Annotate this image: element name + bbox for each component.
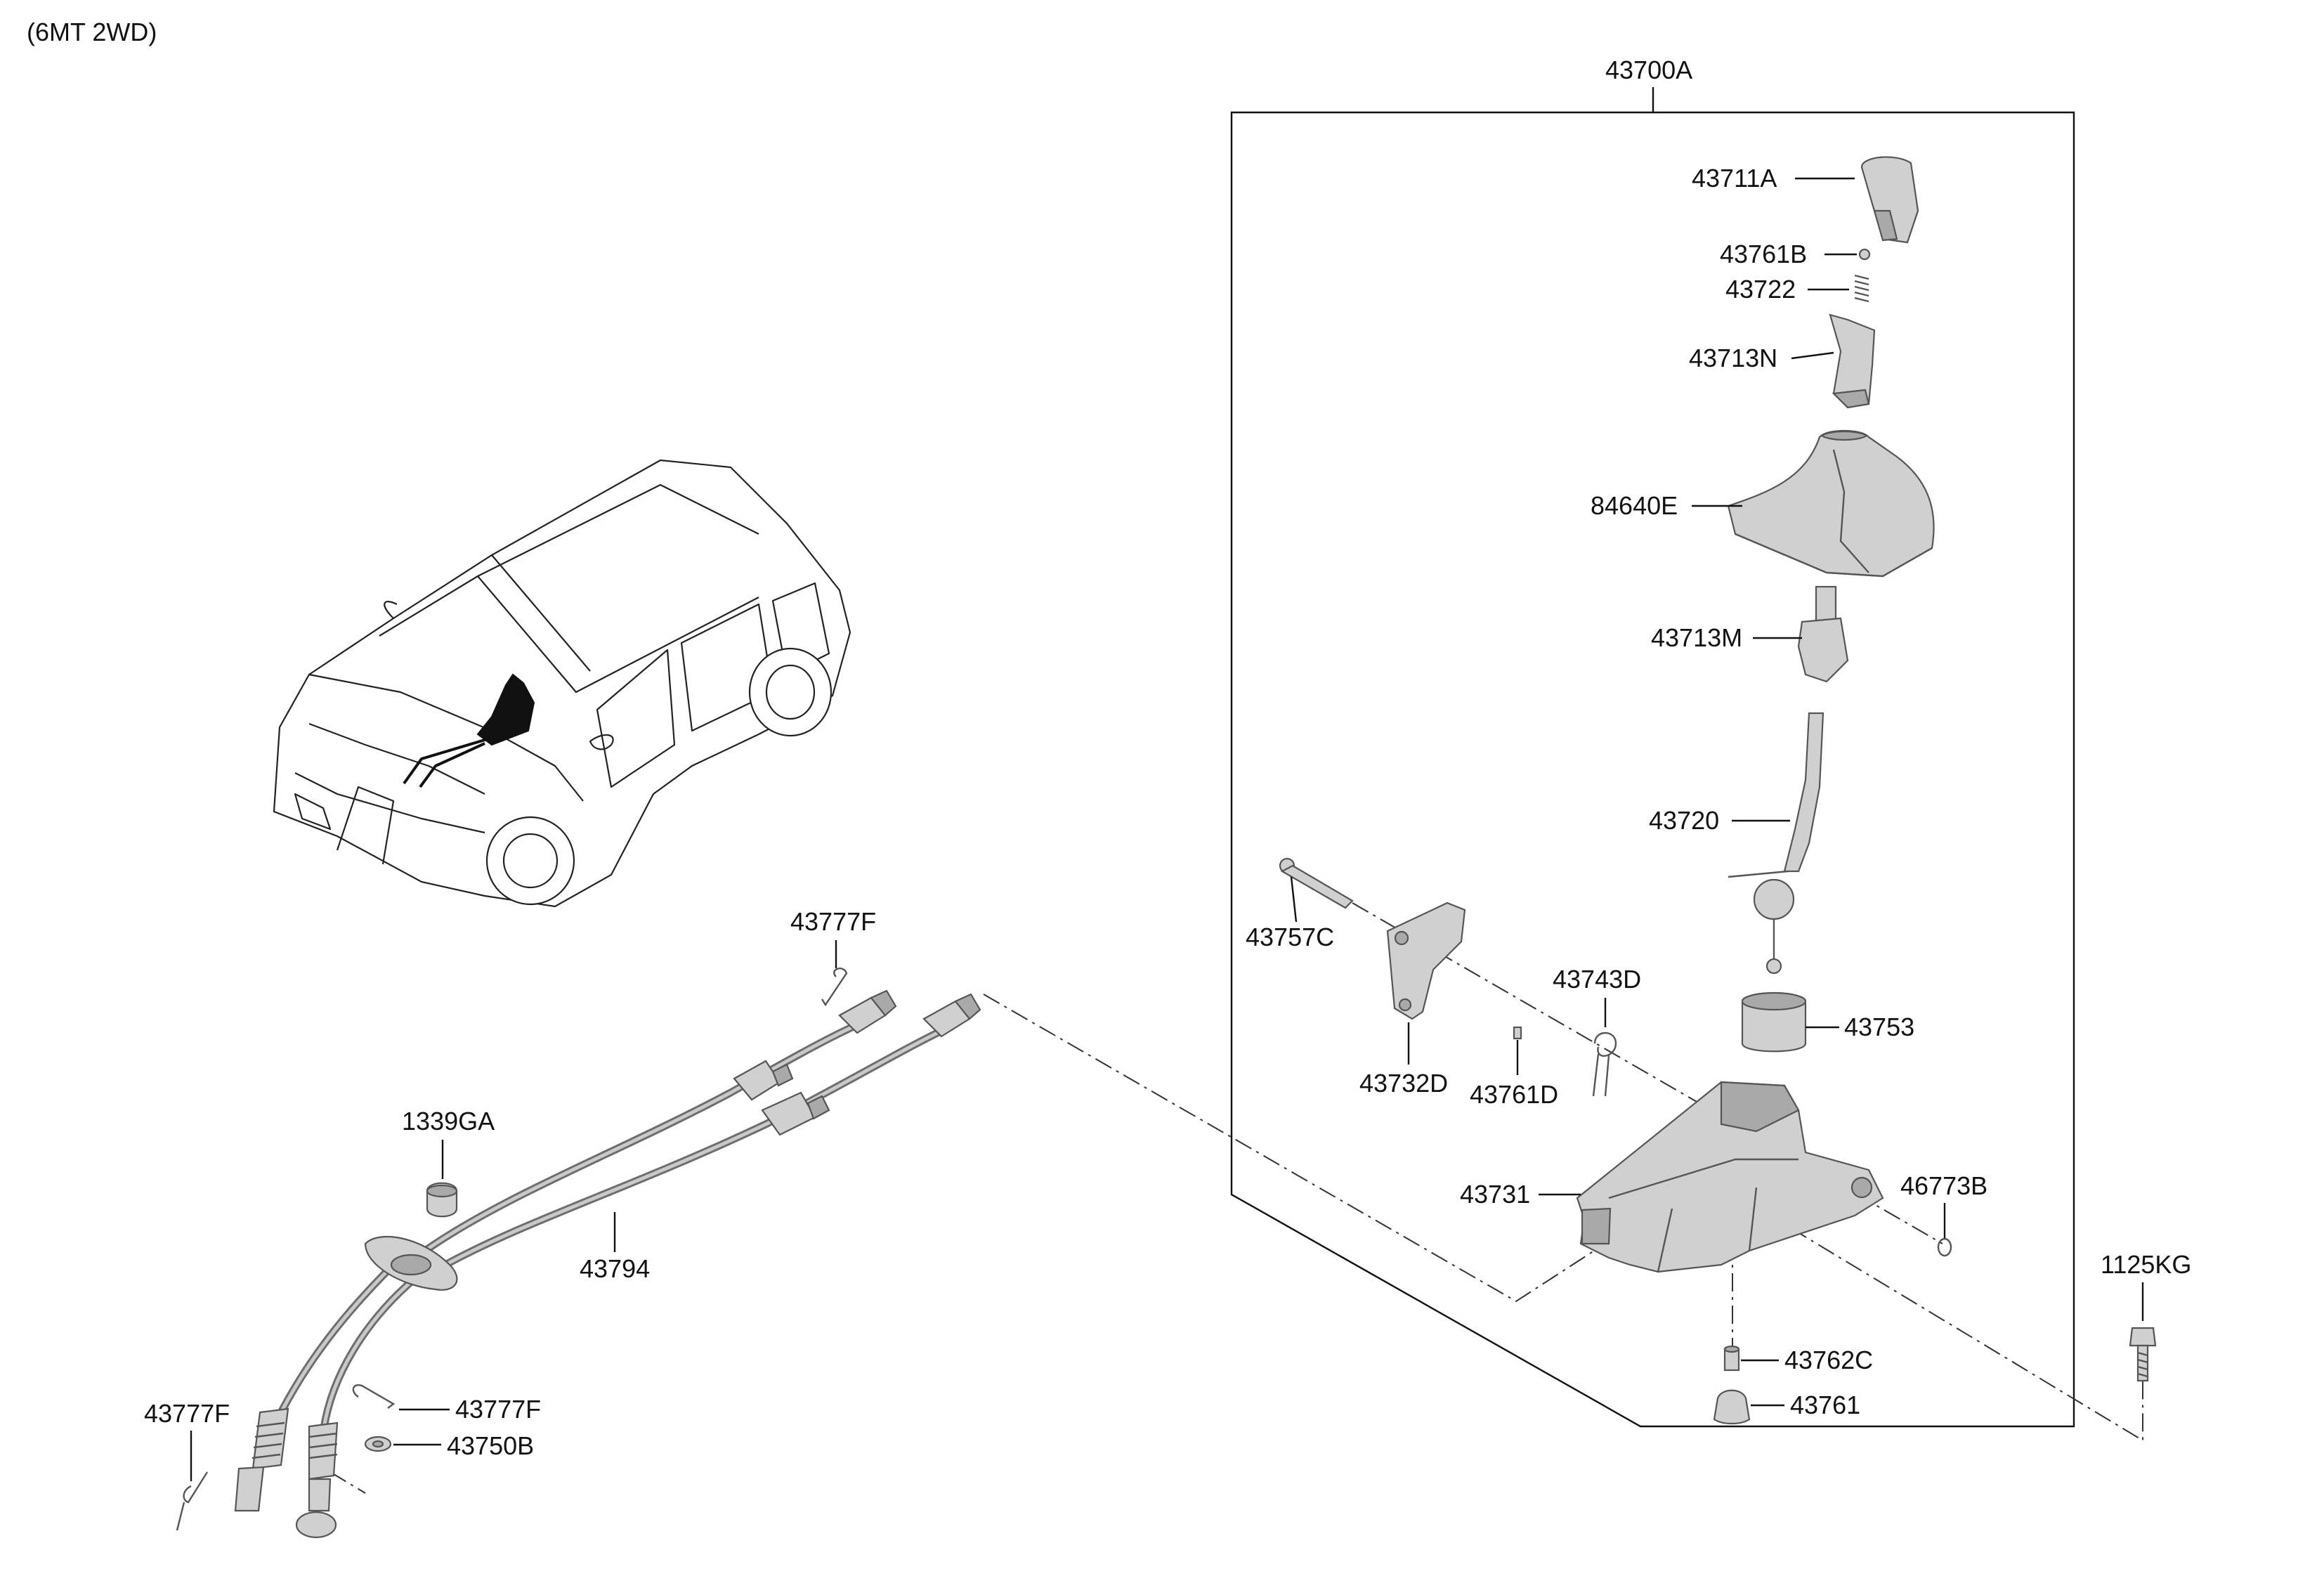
label-43743D[interactable]: 43743D (1553, 965, 1641, 994)
vehicle-illustration (273, 459, 851, 908)
part-43777F-top-clip[interactable] (821, 968, 848, 1007)
part-43743D-clip[interactable] (1592, 1031, 1617, 1097)
part-43722-spring[interactable] (1854, 274, 1869, 303)
variant-label: (6MT 2WD) (27, 18, 157, 46)
part-43731-housing[interactable] (1576, 1081, 1884, 1273)
label-43713M[interactable]: 43713M (1651, 623, 1742, 652)
part-43794-cable-assembly[interactable] (234, 989, 981, 1539)
part-43777F-mid-clip[interactable] (352, 1384, 396, 1409)
label-43713N[interactable]: 43713N (1689, 344, 1777, 372)
label-46773B[interactable]: 46773B (1900, 1171, 1987, 1200)
label-43711A[interactable]: 43711A (1692, 164, 1777, 193)
label-1125KG[interactable]: 1125KG (2101, 1250, 2191, 1279)
part-43720-lever[interactable] (1728, 712, 1824, 975)
label-43720[interactable]: 43720 (1649, 806, 1719, 835)
part-1125KG-bolt[interactable] (2129, 1327, 2157, 1382)
label-43777F-top[interactable]: 43777F (790, 907, 876, 936)
part-43713M-lower-sleeve[interactable] (1797, 585, 1849, 683)
label-43761B[interactable]: 43761B (1720, 240, 1807, 268)
label-43761D[interactable]: 43761D (1470, 1080, 1558, 1109)
part-43761B-ball[interactable] (1858, 248, 1871, 261)
label-43753[interactable]: 43753 (1844, 1013, 1914, 1041)
label-43700A[interactable]: 43700A (1605, 56, 1692, 84)
part-43761D-pin[interactable] (1513, 1026, 1522, 1040)
label-43732D[interactable]: 43732D (1359, 1069, 1448, 1098)
label-43777F-left[interactable]: 43777F (144, 1399, 230, 1428)
label-43731[interactable]: 43731 (1460, 1180, 1530, 1209)
part-1339GA-grommet[interactable] (426, 1182, 458, 1218)
part-43732D-bracket[interactable] (1386, 902, 1466, 1020)
part-43777F-left-clip[interactable] (176, 1471, 209, 1531)
label-43794[interactable]: 43794 (580, 1254, 650, 1283)
part-43757C-bolt[interactable] (1279, 857, 1354, 909)
part-43713N-sleeve[interactable] (1829, 313, 1876, 409)
label-84640E[interactable]: 84640E (1591, 491, 1678, 520)
label-43750B[interactable]: 43750B (447, 1431, 534, 1460)
vehicle-shifter-highlight (476, 673, 535, 746)
label-43761[interactable]: 43761 (1790, 1391, 1860, 1419)
assembly-43700A-group: 43700A (1230, 56, 2075, 1428)
label-43722[interactable]: 43722 (1725, 275, 1796, 304)
label-43777F-mid[interactable]: 43777F (455, 1395, 541, 1424)
assembly-box (1230, 111, 2075, 1428)
part-43711A-knob[interactable] (1860, 156, 1919, 244)
label-43757C[interactable]: 43757C (1246, 923, 1334, 951)
part-46773B-ring[interactable] (1937, 1237, 1952, 1257)
part-43750B-washer[interactable] (364, 1436, 392, 1452)
part-43762C-pin[interactable] (1723, 1345, 1740, 1372)
part-43753-bushing[interactable] (1741, 991, 1807, 1053)
part-43761-cap[interactable] (1713, 1389, 1751, 1425)
label-43762C[interactable]: 43762C (1784, 1346, 1873, 1374)
label-1339GA[interactable]: 1339GA (402, 1107, 495, 1135)
part-84640E-boot[interactable] (1727, 429, 1935, 578)
